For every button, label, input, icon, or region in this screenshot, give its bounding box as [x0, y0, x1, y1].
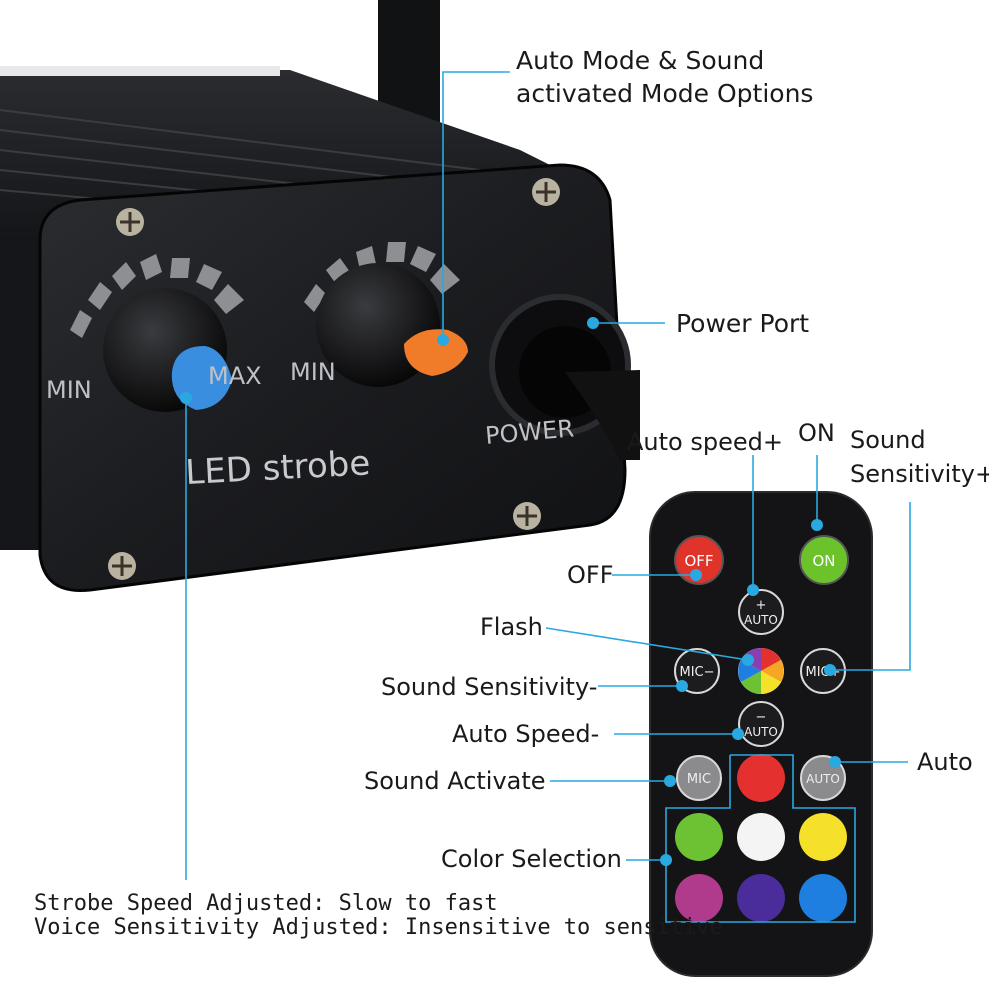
led-strobe-device: MIN MAX MIN POWER LED strobe — [0, 0, 640, 593]
svg-text:MIC: MIC — [687, 772, 711, 787]
svg-text:ON: ON — [812, 552, 835, 570]
callout-power-port: Power Port — [676, 309, 810, 338]
color-blue-button[interactable] — [799, 874, 847, 922]
max-label-left: MAX — [208, 362, 262, 390]
device-side — [0, 240, 40, 550]
callout-sound-sensitivity-plus-line1: Sound — [850, 426, 926, 454]
callout-color-selection: Color Selection — [441, 845, 622, 873]
callout-auto-speed-minus: Auto Speed- — [452, 720, 600, 748]
orange-knob-cap — [404, 329, 468, 376]
svg-text:AUTO: AUTO — [744, 725, 778, 739]
callout-auto-mode-line2: activated Mode Options — [516, 79, 814, 108]
min-label-left: MIN — [46, 376, 92, 404]
screw-icon — [116, 208, 144, 236]
callout-auto-mode-line1: Auto Mode & Sound — [516, 46, 765, 75]
callout-strobe-speed: Strobe Speed Adjusted: Slow to fast — [34, 891, 498, 916]
mic-plus-button[interactable]: MIC+ — [800, 648, 846, 694]
svg-text:−: − — [756, 710, 767, 725]
svg-text:OFF: OFF — [684, 552, 713, 570]
callout-off: OFF — [567, 561, 614, 589]
callout-flash: Flash — [480, 613, 543, 641]
off-button[interactable]: OFF — [674, 535, 724, 585]
color-yellow-button[interactable] — [799, 813, 847, 861]
svg-text:AUTO: AUTO — [744, 613, 778, 627]
min-label-right: MIN — [290, 358, 336, 386]
svg-text:AUTO: AUTO — [806, 772, 840, 786]
screw-icon — [108, 552, 136, 580]
mic-button[interactable]: MIC — [676, 755, 722, 801]
brand-label: LED strobe — [184, 443, 371, 493]
callout-dot-icon — [180, 317, 841, 866]
remote-buttons: OFF ON + AUTO MIC− MIC+ − AUTO MIC — [674, 535, 849, 922]
svg-text:MIC−: MIC− — [679, 665, 714, 680]
color-purple-button[interactable] — [737, 874, 785, 922]
color-magenta-button[interactable] — [675, 874, 723, 922]
color-green-button[interactable] — [675, 813, 723, 861]
callout-sound-sensitivity-plus-line2: Sensitivity+ — [850, 460, 989, 488]
color-red-button[interactable] — [737, 754, 785, 802]
knob-scale-left — [70, 254, 244, 338]
knob-scale-right — [304, 242, 460, 312]
color-white-button[interactable] — [737, 813, 785, 861]
callout-auto: Auto — [917, 748, 973, 776]
callout-auto-speed-plus: Auto speed+ — [627, 428, 783, 456]
callout-voice-sensitivity: Voice Sensitivity Adjusted: Insensitive … — [34, 915, 723, 940]
callout-sound-sensitivity-minus: Sound Sensitivity- — [381, 673, 598, 701]
auto-speed-minus-button[interactable]: − AUTO — [738, 701, 784, 747]
screw-icon — [532, 178, 560, 206]
screw-icon — [513, 502, 541, 530]
callout-sound-activate: Sound Activate — [364, 767, 546, 795]
callout-on: ON — [798, 419, 835, 447]
on-button[interactable]: ON — [799, 535, 849, 585]
auto-speed-plus-button[interactable]: + AUTO — [738, 589, 784, 635]
svg-text:+: + — [756, 598, 767, 613]
